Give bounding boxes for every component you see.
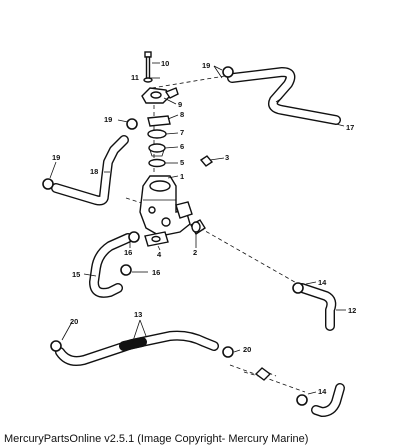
callout-1: 1 bbox=[180, 172, 184, 181]
part-15-hose bbox=[89, 233, 133, 298]
leader-lines bbox=[49, 62, 346, 395]
part-12-hose bbox=[297, 283, 337, 331]
part-9-cover bbox=[141, 87, 179, 104]
part-10-bolt bbox=[144, 51, 152, 80]
part-2-elbow bbox=[190, 219, 206, 236]
exploded-parts-diagram: 10 11 9 8 7 6 5 1 3 2 4 16 16 15 14 12 1… bbox=[42, 51, 356, 417]
callout-17: 17 bbox=[346, 123, 354, 132]
callout-5: 5 bbox=[180, 158, 184, 167]
part-17-hose bbox=[227, 67, 341, 125]
callout-19-mid: 19 bbox=[104, 115, 112, 124]
callout-8: 8 bbox=[180, 110, 184, 119]
callout-19-top: 19 bbox=[202, 61, 210, 70]
callout-14-lower: 14 bbox=[318, 387, 327, 396]
callout-19-left: 19 bbox=[52, 153, 60, 162]
callout-6: 6 bbox=[180, 142, 184, 151]
pipe-section bbox=[243, 367, 277, 381]
callout-20-right: 20 bbox=[243, 345, 251, 354]
callout-20-left: 20 bbox=[70, 317, 78, 326]
part-11-washer bbox=[143, 77, 153, 83]
callout-2: 2 bbox=[193, 248, 197, 257]
callout-3: 3 bbox=[225, 153, 229, 162]
callout-10: 10 bbox=[161, 59, 169, 68]
callout-16-upper: 16 bbox=[124, 248, 132, 257]
part-3-fitting bbox=[199, 155, 214, 167]
part-7-ring bbox=[147, 129, 167, 139]
callout-16-lower: 16 bbox=[152, 268, 160, 277]
hose-clamps bbox=[42, 66, 308, 406]
part-6-thermostat bbox=[148, 143, 166, 157]
callout-18: 18 bbox=[90, 167, 98, 176]
callout-labels: 10 11 9 8 7 6 5 1 3 2 4 16 16 15 14 12 1… bbox=[52, 59, 356, 396]
part-1-housing bbox=[139, 175, 193, 237]
assembly-lines bbox=[125, 75, 306, 393]
part-13-hose bbox=[55, 330, 219, 366]
part-18-hose bbox=[51, 135, 129, 206]
callout-9: 9 bbox=[178, 100, 182, 109]
callout-11: 11 bbox=[131, 73, 139, 82]
callout-13: 13 bbox=[134, 310, 142, 319]
part-14-lower-hose bbox=[311, 383, 345, 417]
copyright-caption: MercuryPartsOnline v2.5.1 (Image Copyrig… bbox=[4, 433, 309, 445]
callout-14-upper: 14 bbox=[318, 278, 327, 287]
part-8-gasket bbox=[147, 115, 171, 127]
callout-15: 15 bbox=[72, 270, 80, 279]
part-5-seal bbox=[148, 158, 166, 168]
part-4-gasket bbox=[144, 231, 169, 247]
callout-4: 4 bbox=[157, 250, 162, 259]
callout-12: 12 bbox=[348, 306, 356, 315]
callout-7: 7 bbox=[180, 128, 184, 137]
